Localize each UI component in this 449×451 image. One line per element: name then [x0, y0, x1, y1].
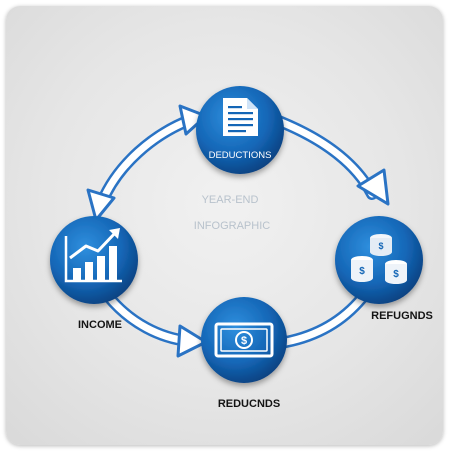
- center-title-line1: YEAR-END: [202, 194, 259, 206]
- arrow-income-to-deductions: [86, 104, 208, 222]
- center-title-line2: INFOGRAPHIC: [194, 220, 270, 232]
- banknote-icon: $: [214, 322, 274, 358]
- growth-chart-icon: [64, 228, 122, 283]
- infographic-card: YEAR-END INFOGRAPHIC DEDUCTIONS $: [6, 6, 443, 445]
- coin-stacks-icon: $ $ $: [351, 234, 407, 284]
- arrow-deductions-to-refunds: [265, 112, 390, 206]
- node-reducnds: $: [201, 297, 287, 383]
- svg-text:$: $: [393, 269, 399, 280]
- deductions-label: DEDUCTIONS: [209, 150, 272, 161]
- svg-text:$: $: [378, 241, 383, 251]
- document-icon: [223, 98, 258, 136]
- income-label: INCOME: [78, 319, 122, 331]
- cycle-diagram: YEAR-END INFOGRAPHIC DEDUCTIONS $: [50, 86, 433, 410]
- svg-text:$: $: [359, 266, 365, 277]
- reducnds-label: REDUCNDS: [218, 398, 280, 410]
- arrow-income-to-reducnds: [102, 290, 208, 358]
- cycle-arrows: [86, 104, 390, 358]
- node-income: [50, 216, 138, 304]
- node-refunds: $ $ $: [335, 216, 423, 304]
- node-deductions: DEDUCTIONS: [196, 86, 284, 174]
- arrow-refunds-to-reducnds: [280, 292, 368, 348]
- refunds-label: REFUGNDS: [371, 310, 433, 322]
- svg-text:$: $: [241, 335, 247, 347]
